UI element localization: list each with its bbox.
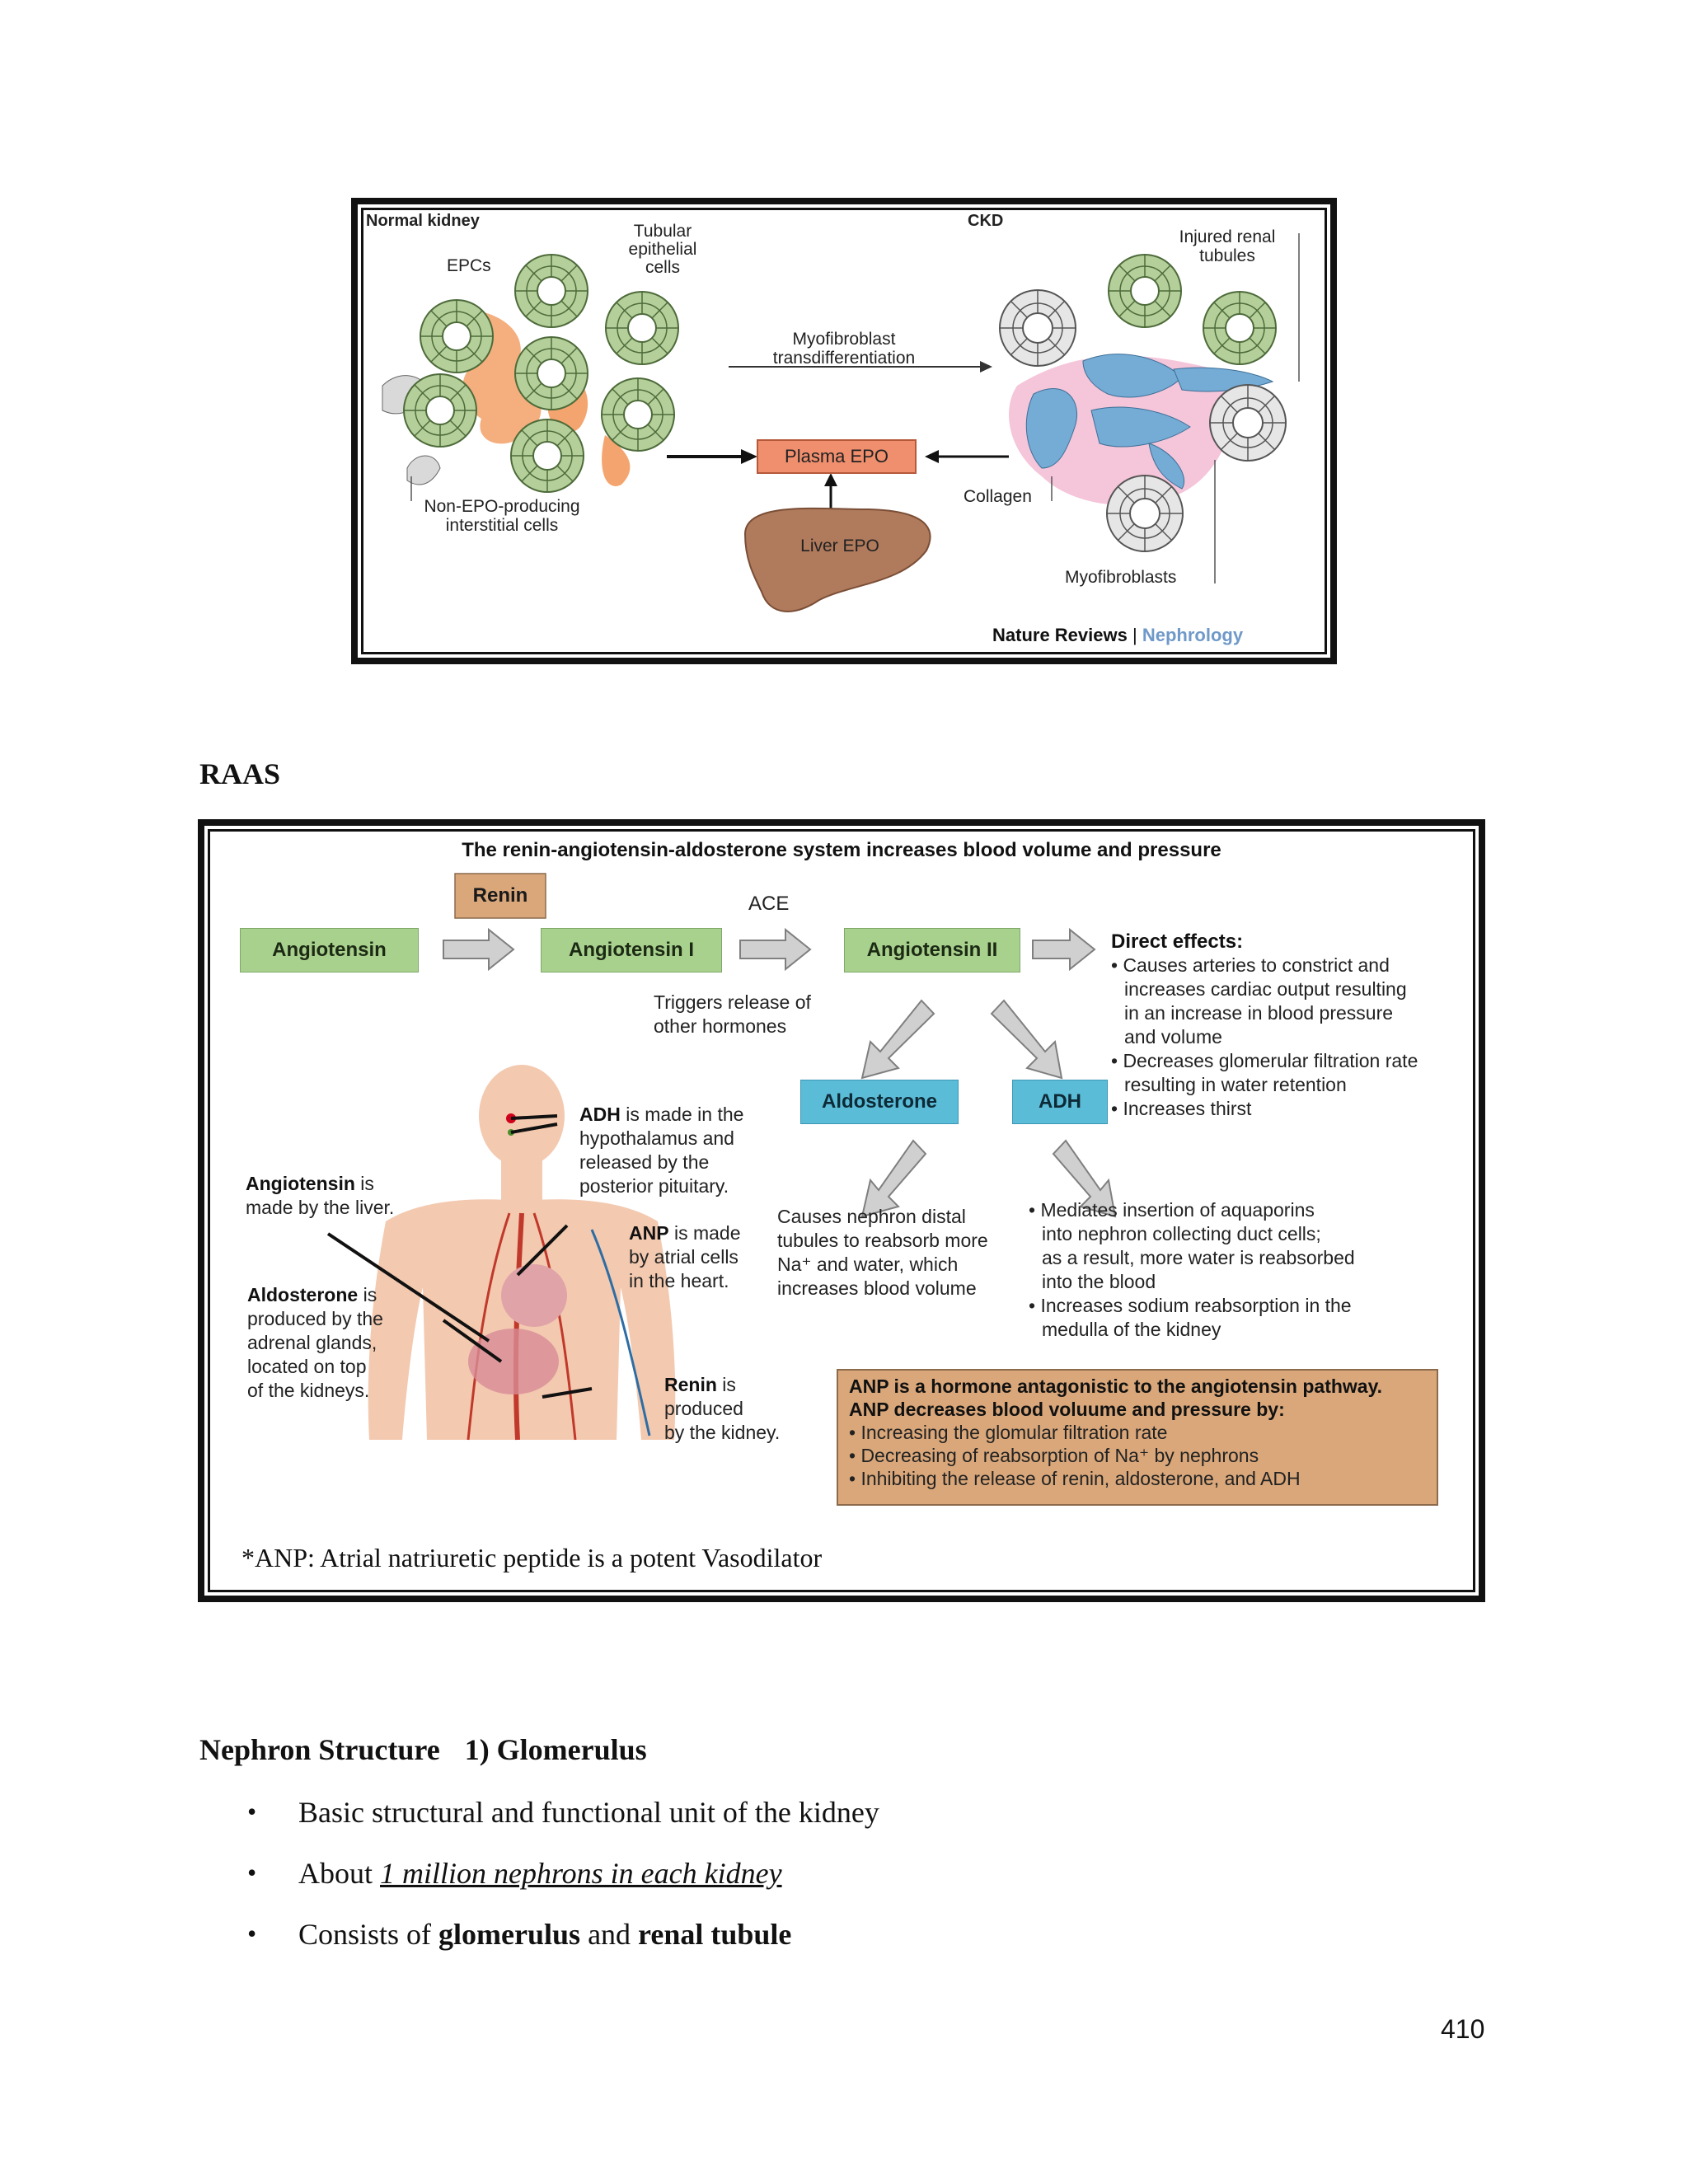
adh-note: ADH is made in the hypothalamus and rele… [579,1104,744,1197]
angiotensin-i-box: Angiotensin I [541,928,722,972]
anp-note: ANP is made by atrial cells in the heart… [629,1222,741,1291]
liver-epo-label: Liver EPO [800,537,879,555]
angiotensin-box: Angiotensin [240,928,419,972]
plasma-epo-box: Plasma EPO [785,446,889,466]
figure-raas: The renin-angiotensin-aldosterone system… [198,819,1485,1602]
ckd-label: CKD [968,212,1004,230]
anp-footnote: *ANP: Atrial natriuretic peptide is a po… [241,1543,823,1572]
bullet-dot-2: • [247,1858,257,1887]
epo-diagram-graphic [382,233,1300,612]
angiotensin-ii-box: Angiotensin II [844,928,1020,972]
bullet-basic-unit: Basic structural and functional unit of … [298,1796,879,1829]
renin-box: Renin [472,884,528,907]
raas-heading: RAAS [199,757,281,790]
bullet-dot-1: • [247,1797,257,1826]
bullet-dot-3: • [247,1919,257,1948]
page-number: 410 [1441,2014,1485,2044]
direct-effects: Direct effects: • Causes arteries to con… [1111,930,1418,1119]
bullet-consists-of: Consists of glomerulus and renal tubule [298,1918,792,1951]
collagen-label: Collagen [964,487,1032,506]
adh-effect: • Mediates insertion of aquaporins into … [1029,1199,1355,1340]
aldosterone-box: Aldosterone [800,1080,959,1124]
angiotensin-note: Angiotensin is made by the liver. [246,1173,395,1218]
normal-kidney-label: Normal kidney [366,212,480,230]
adh-box: ADH [1012,1080,1108,1124]
myofibroblasts-label: Myofibroblasts [1065,568,1177,587]
bullet-million-nephrons: About 1 million nephrons in each kidney [298,1857,782,1890]
renin-note: Renin is produced by the kidney. [664,1374,781,1443]
raas-title: The renin-angiotensin-aldosterone system… [462,839,1221,861]
aldosterone-effect: Causes nephron distal tubules to reabsor… [777,1206,988,1299]
aldosterone-note: Aldosterone is produced by the adrenal g… [247,1284,383,1401]
anp-box: ANP is a hormone antagonistic to the ang… [849,1376,1383,1489]
ace-label: ACE [748,893,790,915]
raas-diagram-graphic [326,873,1438,1506]
epcs-label: EPCs [447,256,491,275]
credit-line: Nature Reviews | Nephrology [992,625,1244,645]
